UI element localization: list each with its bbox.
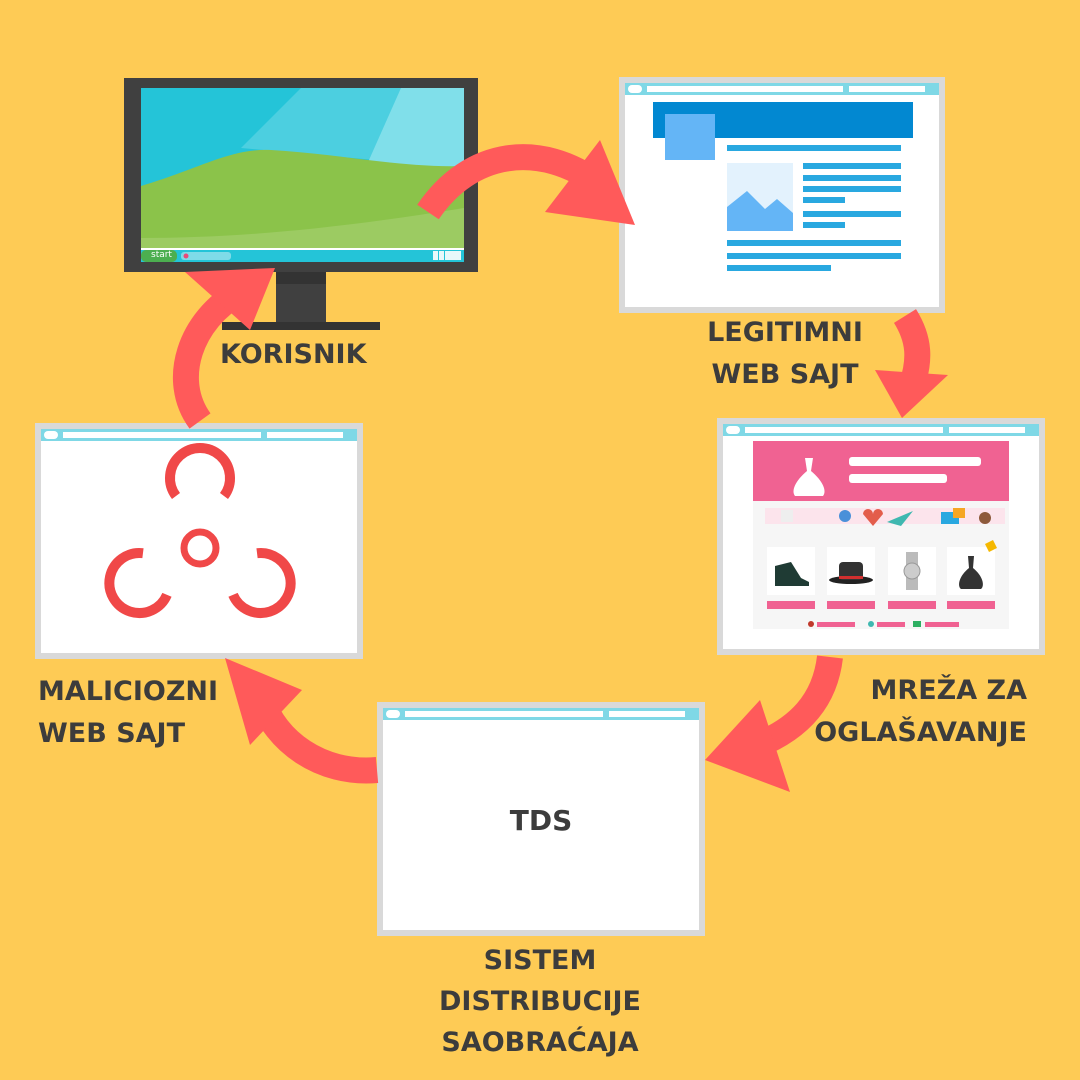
- ad-network-window: [717, 418, 1045, 655]
- tds-screen-text: TDS: [509, 804, 573, 837]
- user-label: KORISNIK: [220, 339, 367, 370]
- legit-page-content: [653, 102, 913, 271]
- tds-label-line: SISTEM: [483, 945, 597, 976]
- monitor-base: [222, 322, 380, 330]
- arrowhead: [225, 658, 302, 745]
- browser-toolbar: [723, 424, 1039, 436]
- monitor-stand: [276, 272, 326, 322]
- legit-label: LEGITIMNI WEB SAJT: [640, 312, 930, 396]
- legit-label-line: WEB SAJT: [711, 359, 859, 390]
- tds-label-line: SAOBRAĆAJA: [441, 1027, 639, 1058]
- malicious-website-window: [35, 423, 363, 659]
- start-button: start: [151, 250, 172, 260]
- tds-window: TDS: [377, 702, 705, 936]
- malicious-label: MALICIOZNI WEB SAJT: [38, 671, 218, 755]
- arrow-tds-to-malicious: [249, 695, 379, 784]
- adnet-label-line: OGLAŠAVANJE: [814, 717, 1027, 748]
- tds-label-line: DISTRIBUCIJE: [438, 986, 641, 1017]
- adnet-label-line: MREŽA ZA: [870, 675, 1027, 706]
- adnet-label: MREŽA ZA OGLAŠAVANJE: [740, 670, 1027, 754]
- biohazard-icon: [104, 443, 296, 618]
- malicious-label-line: MALICIOZNI: [38, 676, 219, 707]
- arrowhead: [185, 268, 275, 330]
- browser-toolbar: [383, 708, 699, 720]
- legit-label-line: LEGITIMNI: [707, 317, 863, 348]
- legit-website-window: [619, 77, 945, 313]
- tds-label: SISTEM DISTRIBUCIJE SAOBRAĆAJA: [390, 940, 690, 1063]
- desktop-wallpaper: [141, 88, 464, 262]
- user-monitor: start: [124, 78, 478, 272]
- browser-toolbar: [625, 83, 939, 95]
- browser-toolbar: [41, 429, 357, 441]
- shop-page-content: [753, 441, 1009, 629]
- malicious-label-line: WEB SAJT: [38, 718, 186, 749]
- desktop-screen: start: [141, 88, 464, 262]
